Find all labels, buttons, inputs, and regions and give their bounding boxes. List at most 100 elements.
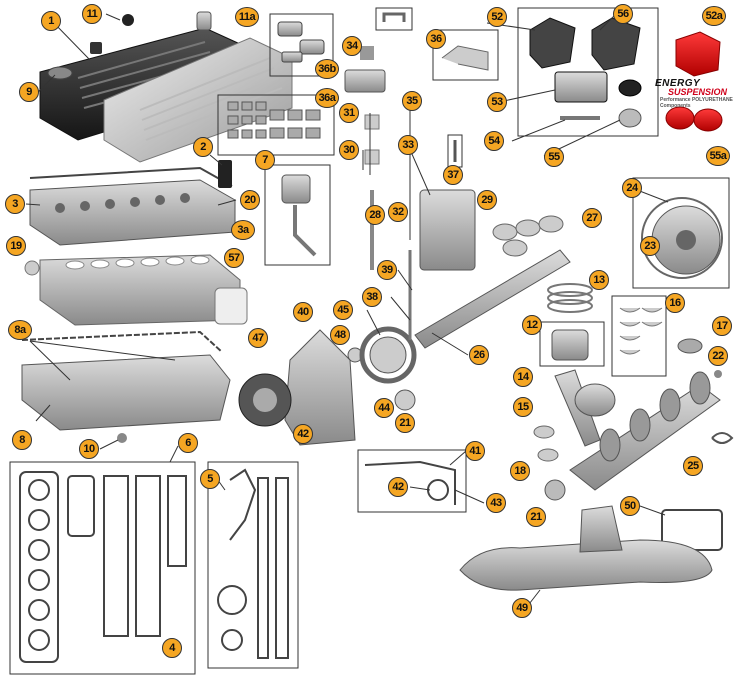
callout-8[interactable]: 8 [12, 430, 32, 450]
rocker-box-36a [217, 94, 335, 156]
callout-42[interactable]: 42 [293, 424, 313, 444]
callout-55[interactable]: 55 [544, 147, 564, 167]
piston-assembly [574, 383, 616, 417]
callout-30[interactable]: 30 [339, 140, 359, 160]
oil-pan [21, 354, 231, 431]
motor-mounts [529, 17, 641, 103]
thrust-washer [677, 338, 703, 354]
lower-gasket-set [217, 468, 289, 659]
sealant-tube [218, 160, 232, 188]
callout-27[interactable]: 27 [582, 208, 602, 228]
piston-box [539, 321, 605, 367]
valve-keeper [364, 114, 380, 130]
callout-25[interactable]: 25 [683, 456, 703, 476]
washer [122, 14, 134, 26]
rocker-arms [277, 21, 325, 63]
callout-18[interactable]: 18 [510, 461, 530, 481]
crank-gear [544, 479, 566, 501]
brand-name: ENERGY [655, 78, 701, 89]
exhaust-manifold [459, 539, 713, 591]
oil-pickup [293, 205, 317, 257]
mount-bushing [618, 79, 642, 97]
crank-counterweights [599, 371, 711, 462]
callout-22[interactable]: 22 [708, 346, 728, 366]
callout-14[interactable]: 14 [513, 367, 533, 387]
callout-40[interactable]: 40 [293, 302, 313, 322]
callout-49[interactable]: 49 [512, 598, 532, 618]
urethane-bushing-b [693, 108, 723, 132]
callout-12[interactable]: 12 [522, 315, 542, 335]
callout-54[interactable]: 54 [484, 131, 504, 151]
urethane-mount [675, 31, 721, 77]
manifold-outlet [579, 505, 623, 553]
timing-seal-ring [427, 479, 449, 501]
callout-36[interactable]: 36 [426, 29, 446, 49]
callout-15[interactable]: 15 [513, 397, 533, 417]
full-gasket-kit-box [9, 461, 196, 675]
callout-38[interactable]: 38 [362, 287, 382, 307]
callout-20[interactable]: 20 [240, 190, 260, 210]
callout-21b[interactable]: 21 [526, 507, 546, 527]
callout-55a[interactable]: 55a [706, 146, 730, 166]
main-bearings [619, 307, 663, 355]
oil-pan-gasket [21, 330, 223, 353]
callout-8a[interactable]: 8a [8, 320, 32, 340]
lower-gasket-kit-box [207, 461, 299, 669]
callout-5[interactable]: 5 [200, 469, 220, 489]
callout-28[interactable]: 28 [365, 205, 385, 225]
callout-36b[interactable]: 36b [315, 59, 339, 79]
callout-3a[interactable]: 3a [231, 220, 255, 240]
callout-24[interactable]: 24 [622, 178, 642, 198]
callout-17[interactable]: 17 [712, 316, 732, 336]
callout-42b[interactable]: 42 [388, 477, 408, 497]
callout-56[interactable]: 56 [613, 4, 633, 24]
callout-48[interactable]: 48 [330, 325, 350, 345]
callout-4[interactable]: 4 [162, 638, 182, 658]
callout-21a[interactable]: 21 [395, 413, 415, 433]
callout-44[interactable]: 44 [374, 398, 394, 418]
callout-52a[interactable]: 52a [702, 6, 726, 26]
timing-gasket-box [357, 449, 467, 513]
callout-43[interactable]: 43 [486, 493, 506, 513]
callout-11[interactable]: 11 [82, 4, 102, 24]
callout-11a[interactable]: 11a [235, 7, 259, 27]
rocker-arm-single [344, 69, 386, 93]
callout-45[interactable]: 45 [333, 300, 353, 320]
mount-washer [618, 108, 642, 128]
callout-3[interactable]: 3 [5, 194, 25, 214]
brand-name-suffix: SUSPENSION [668, 87, 728, 97]
callout-47[interactable]: 47 [248, 328, 268, 348]
callout-36a[interactable]: 36a [315, 88, 339, 108]
callout-32[interactable]: 32 [388, 202, 408, 222]
callout-9[interactable]: 9 [19, 82, 39, 102]
bearing-box [611, 295, 667, 377]
callout-10[interactable]: 10 [79, 439, 99, 459]
callout-34[interactable]: 34 [342, 36, 362, 56]
callout-37[interactable]: 37 [443, 165, 463, 185]
callout-39[interactable]: 39 [377, 260, 397, 280]
callout-57[interactable]: 57 [224, 248, 244, 268]
callout-33[interactable]: 33 [398, 135, 418, 155]
piston [551, 329, 589, 361]
callout-13[interactable]: 13 [589, 270, 609, 290]
callout-41[interactable]: 41 [465, 441, 485, 461]
drain-plug [117, 433, 127, 443]
callout-35[interactable]: 35 [402, 91, 422, 111]
callout-26[interactable]: 26 [469, 345, 489, 365]
callout-7[interactable]: 7 [255, 150, 275, 170]
cylinder-bores [65, 255, 210, 270]
timing-cover [284, 329, 356, 446]
callout-16[interactable]: 16 [665, 293, 685, 313]
callout-1[interactable]: 1 [41, 11, 61, 31]
callout-23[interactable]: 23 [640, 236, 660, 256]
callout-6[interactable]: 6 [178, 433, 198, 453]
callout-50[interactable]: 50 [620, 496, 640, 516]
callout-2[interactable]: 2 [193, 137, 213, 157]
callout-53[interactable]: 53 [487, 92, 507, 112]
callout-29[interactable]: 29 [477, 190, 497, 210]
callout-19[interactable]: 19 [6, 236, 26, 256]
valve-cover-aluminum [103, 37, 293, 163]
callout-52[interactable]: 52 [487, 7, 507, 27]
callout-31[interactable]: 31 [339, 103, 359, 123]
